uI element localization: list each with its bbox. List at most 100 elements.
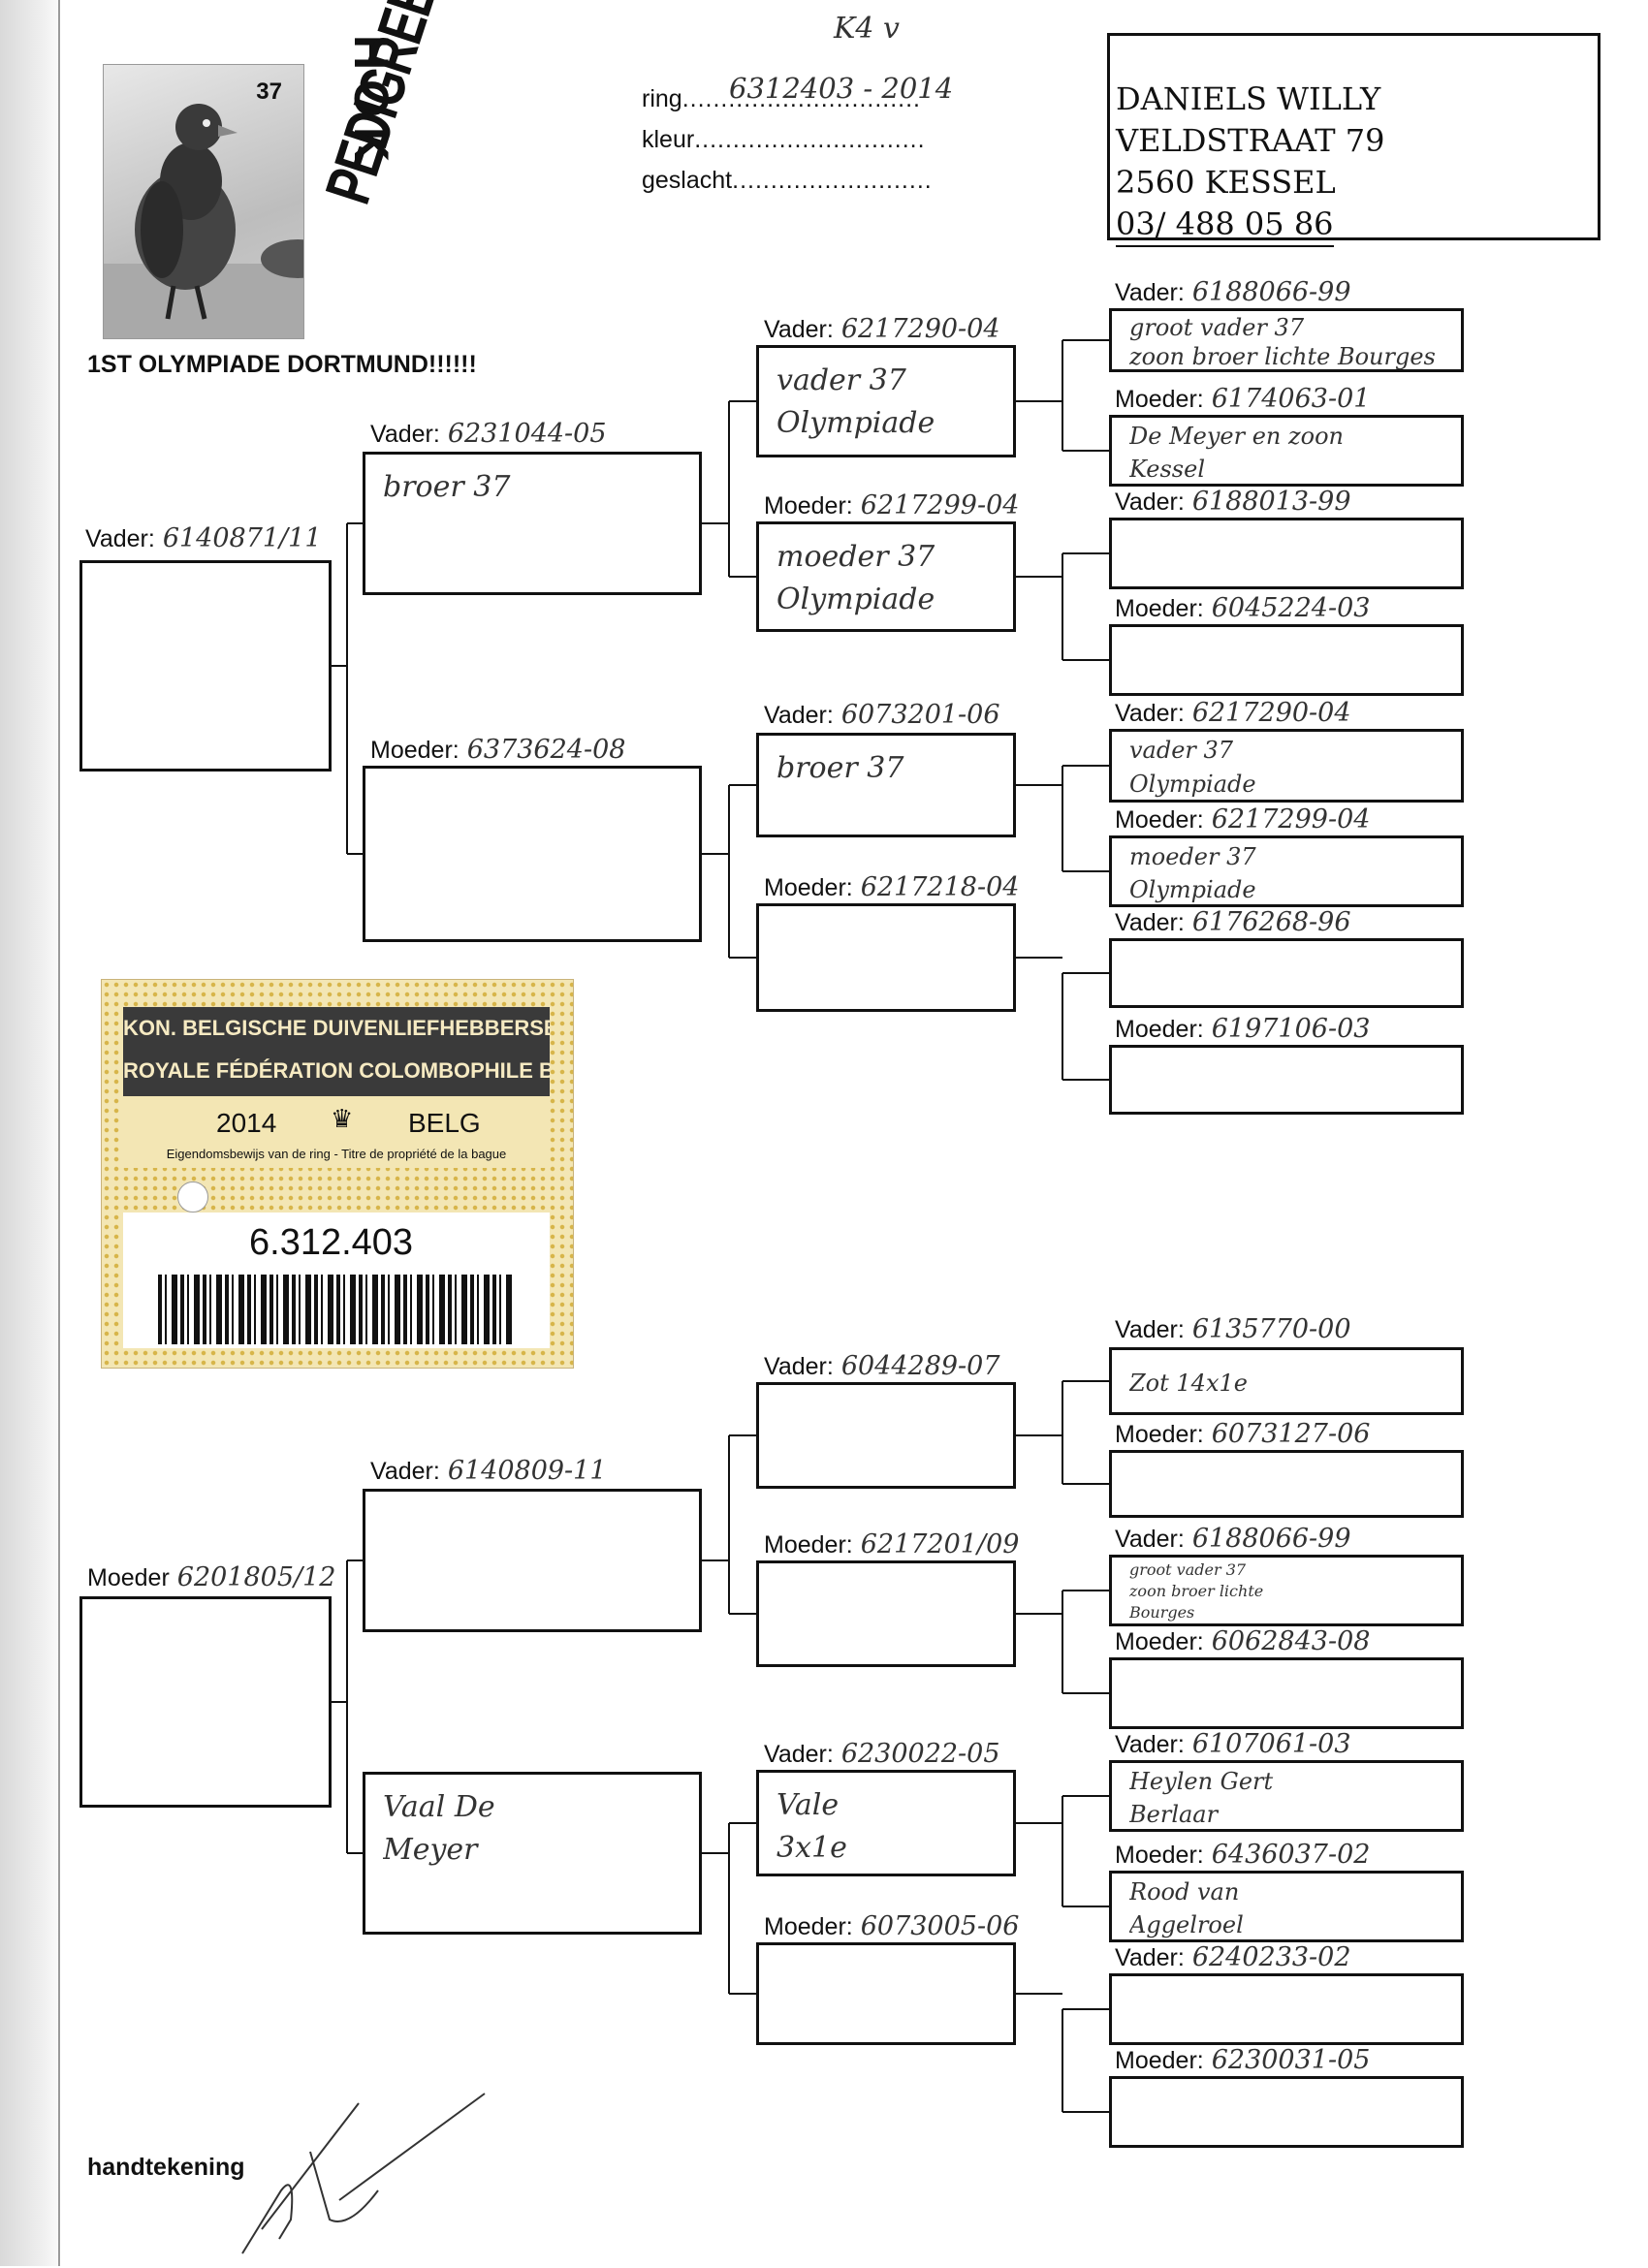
gg6-box[interactable]	[756, 1560, 1016, 1667]
ring-card-hole	[177, 1181, 208, 1213]
ggg11-ring: 6188066-99	[1191, 1524, 1351, 1554]
ring-card-number-panel: 6.312.403	[123, 1213, 550, 1348]
photo-number: 37	[256, 79, 282, 105]
gg2-label: Moeder:6217299-04	[764, 490, 1019, 520]
g1-label: Vader:6231044-05	[370, 419, 607, 449]
ggg4-ring: 6045224-03	[1211, 593, 1371, 623]
g2-box[interactable]	[363, 766, 702, 942]
connector-gg8-top	[1062, 2008, 1109, 2010]
ggg14-label: Moeder:6436037-02	[1115, 1840, 1370, 1870]
pedigree-title: PEDIGREE	[310, 0, 450, 212]
gg6-label: Moeder:6217201/09	[764, 1529, 1019, 1559]
gg7-label: Vader:6230022-05	[764, 1739, 1000, 1769]
corner-note: K4 v	[834, 12, 900, 46]
ggg10-box[interactable]	[1109, 1450, 1464, 1518]
owner-street: VELDSTRAAT 79	[1116, 122, 1385, 159]
connector-p2-bottom	[347, 1852, 363, 1854]
connector-gg8-stem	[1016, 1993, 1062, 1995]
gg3-label: Vader:6073201-06	[764, 700, 1000, 730]
g3-box[interactable]	[363, 1489, 702, 1632]
ggg11-note-1: zoon broer lichte	[1129, 1582, 1264, 1600]
gg2-ring: 6217299-04	[860, 490, 1020, 520]
ggg13-note-1: Berlaar	[1129, 1801, 1219, 1828]
connector-gg4-spine	[1062, 973, 1063, 1080]
ggg13-ring: 6107061-03	[1191, 1729, 1351, 1759]
gg5-ring: 6044289-07	[840, 1351, 1000, 1381]
connector-gg3-top	[1062, 765, 1109, 767]
ring-card-country: BELG	[408, 1108, 481, 1138]
ggg2-ring: 6174063-01	[1211, 384, 1371, 414]
ggg15-box[interactable]	[1109, 1973, 1464, 2045]
gg4-box[interactable]	[756, 903, 1016, 1012]
ring-card-number: 6.312.403	[249, 1222, 414, 1263]
ggg9-box[interactable]: Zot 14x1e	[1109, 1347, 1464, 1415]
ggg3-box[interactable]	[1109, 518, 1464, 589]
g1-ring: 6231044-05	[447, 419, 607, 449]
gg5-box[interactable]	[756, 1382, 1016, 1489]
gg7-ring: 6230022-05	[840, 1739, 1000, 1769]
ggg5-note-1: Olympiade	[1129, 771, 1256, 798]
ggg12-box[interactable]	[1109, 1657, 1464, 1729]
ggg1-label: Vader:6188066-99	[1115, 277, 1351, 307]
ggg6-label-text: Moeder:	[1115, 806, 1204, 834]
connector-gg3-bottom	[1062, 870, 1109, 872]
connector-g3-stem	[702, 1559, 729, 1561]
connector-gg5-stem	[1016, 1434, 1062, 1436]
connector-g4-bottom	[729, 1993, 756, 1995]
gg7-label-text: Vader:	[764, 1741, 834, 1768]
p1-box[interactable]	[79, 560, 332, 772]
connector-gg3-stem	[1016, 784, 1062, 786]
ggg1-ring: 6188066-99	[1191, 277, 1351, 307]
ggg3-ring: 6188013-99	[1191, 487, 1351, 517]
ggg11-label-text: Vader:	[1115, 1526, 1185, 1553]
ggg16-box[interactable]	[1109, 2076, 1464, 2148]
ggg10-label: Moeder:6073127-06	[1115, 1419, 1370, 1449]
connector-gg4-stem	[1016, 957, 1062, 959]
achievement-text: 1ST OLYMPIADE DORTMUND!!!!!!	[87, 351, 477, 378]
connector-gg8-spine	[1062, 2009, 1063, 2112]
ggg9-label: Vader:6135770-00	[1115, 1314, 1351, 1344]
scanned-page-edge	[0, 0, 60, 2266]
g4-note-1: Meyer	[383, 1833, 478, 1867]
ggg2-note-0: De Meyer en zoon	[1129, 423, 1345, 450]
ggg5-ring: 6217290-04	[1191, 698, 1351, 728]
gg3-ring: 6073201-06	[840, 700, 1000, 730]
g1-box[interactable]: broer 37	[363, 452, 702, 595]
gg1-label-text: Vader:	[764, 316, 834, 343]
ggg13-label-text: Vader:	[1115, 1731, 1185, 1758]
connector-gg1-top	[1062, 339, 1109, 341]
ggg12-ring: 6062843-08	[1211, 1626, 1371, 1656]
gg3-box[interactable]: broer 37	[756, 733, 1016, 837]
ggg8-box[interactable]	[1109, 1045, 1464, 1115]
connector-gg2-top	[1062, 552, 1109, 554]
connector-gg5-top	[1062, 1380, 1109, 1382]
p2-box[interactable]	[79, 1596, 332, 1808]
g3-label-text: Vader:	[370, 1458, 440, 1485]
gg8-box[interactable]	[756, 1942, 1016, 2045]
ggg13-label: Vader:6107061-03	[1115, 1729, 1351, 1759]
ggg13-note-0: Heylen Gert	[1129, 1768, 1274, 1795]
ggg1-note-0: groot vader 37	[1129, 314, 1305, 341]
g1-note-0: broer 37	[383, 470, 511, 504]
connector-g4-spine	[728, 1823, 730, 1994]
pigeon-icon	[104, 104, 303, 338]
ggg7-ring: 6176268-96	[1191, 907, 1351, 937]
ggg5-label: Vader:6217290-04	[1115, 698, 1351, 728]
ggg4-box[interactable]	[1109, 624, 1464, 696]
gg5-label: Vader:6044289-07	[764, 1351, 1000, 1381]
connector-gg2-bottom	[1062, 659, 1109, 661]
ggg16-label-text: Moeder:	[1115, 2047, 1204, 2074]
connector-gg7-bottom	[1062, 1906, 1109, 1907]
ggg7-box[interactable]	[1109, 938, 1464, 1008]
